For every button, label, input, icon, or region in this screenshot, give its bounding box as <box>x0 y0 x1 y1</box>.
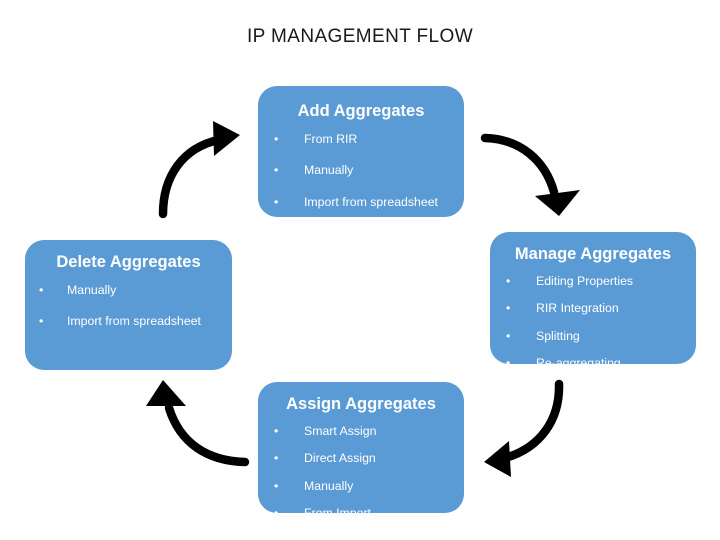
node-assign-aggregates-list: • Smart Assign • Direct Assign • Manually •… <box>258 425 464 519</box>
list-item: • RIR Integration <box>490 301 696 316</box>
curved-arrow-icon-delete-to-add <box>158 121 240 219</box>
bullet-icon: • <box>274 194 279 209</box>
list-item-label: Manually <box>304 478 354 493</box>
list-item: • Manually <box>258 478 464 493</box>
curved-arrow-icon-manage-to-assign <box>484 379 564 477</box>
list-item-label: Manually <box>304 163 354 178</box>
node-delete-aggregates-list: • Manually • Import from spreadsheet <box>25 284 232 328</box>
list-item: • Editing Properties <box>490 274 696 289</box>
bullet-icon: • <box>274 132 279 147</box>
list-item: • Re-aggregating <box>490 356 696 371</box>
list-item-label: From RIR <box>304 132 358 147</box>
list-item: • Manually <box>25 283 232 298</box>
list-item-label: Re-aggregating <box>536 356 621 371</box>
bullet-icon: • <box>506 301 511 316</box>
list-item-label: Import from spreadsheet <box>304 194 438 209</box>
list-item-label: Import from spreadsheet <box>67 314 201 329</box>
list-item: • Import from spreadsheet <box>258 194 464 209</box>
node-delete-aggregates[interactable]: Delete Aggregates • Manually • Import from… <box>25 240 232 370</box>
bullet-icon: • <box>39 314 44 329</box>
node-add-aggregates-list: • From RIR • Manually • Import from spreads… <box>258 133 464 208</box>
list-item: • Direct Assign <box>258 451 464 466</box>
node-assign-aggregates-title: Assign Aggregates <box>286 395 436 413</box>
bullet-icon: • <box>274 478 279 493</box>
list-item: • Import from spreadsheet <box>25 314 232 329</box>
bullet-icon: • <box>506 328 511 343</box>
list-item-label: Editing Properties <box>536 274 634 289</box>
list-item: • Manually <box>258 163 464 178</box>
list-item: • Smart Assign <box>258 424 464 439</box>
bullet-icon: • <box>39 283 44 298</box>
list-item-label: RIR Integration <box>536 301 619 316</box>
list-item-label: Smart Assign <box>304 424 377 439</box>
list-item-label: Splitting <box>536 328 580 343</box>
bullet-icon: • <box>274 424 279 439</box>
bullet-icon: • <box>274 451 279 466</box>
node-manage-aggregates[interactable]: Manage Aggregates • Editing Properties • R… <box>490 232 696 369</box>
list-item-label: Manually <box>67 283 117 298</box>
node-add-aggregates[interactable]: Add Aggregates • From RIR • Manually • Impo… <box>258 86 464 217</box>
list-item-label: Direct Assign <box>304 451 376 466</box>
node-assign-aggregates[interactable]: Assign Aggregates • Smart Assign • Direct … <box>258 382 464 519</box>
node-manage-aggregates-title: Manage Aggregates <box>514 245 672 263</box>
curved-arrow-icon-assign-to-delete <box>146 380 250 467</box>
bullet-icon: • <box>506 274 511 289</box>
list-item-label: From Import <box>304 506 371 521</box>
node-delete-aggregates-title: Delete Aggregates <box>56 253 201 271</box>
node-manage-aggregates-list: • Editing Properties • RIR Integration • Sp… <box>490 275 696 369</box>
bullet-icon: • <box>274 506 279 521</box>
bullet-icon: • <box>274 163 279 178</box>
page-title: IP MANAGEMENT FLOW <box>246 26 474 47</box>
list-item: • From RIR <box>258 132 464 147</box>
list-item: • Splitting <box>490 328 696 343</box>
bullet-icon: • <box>506 356 511 371</box>
node-add-aggregates-title: Add Aggregates <box>297 102 425 120</box>
list-item: • From Import <box>258 506 464 521</box>
curved-arrow-icon-add-to-manage <box>480 133 580 216</box>
